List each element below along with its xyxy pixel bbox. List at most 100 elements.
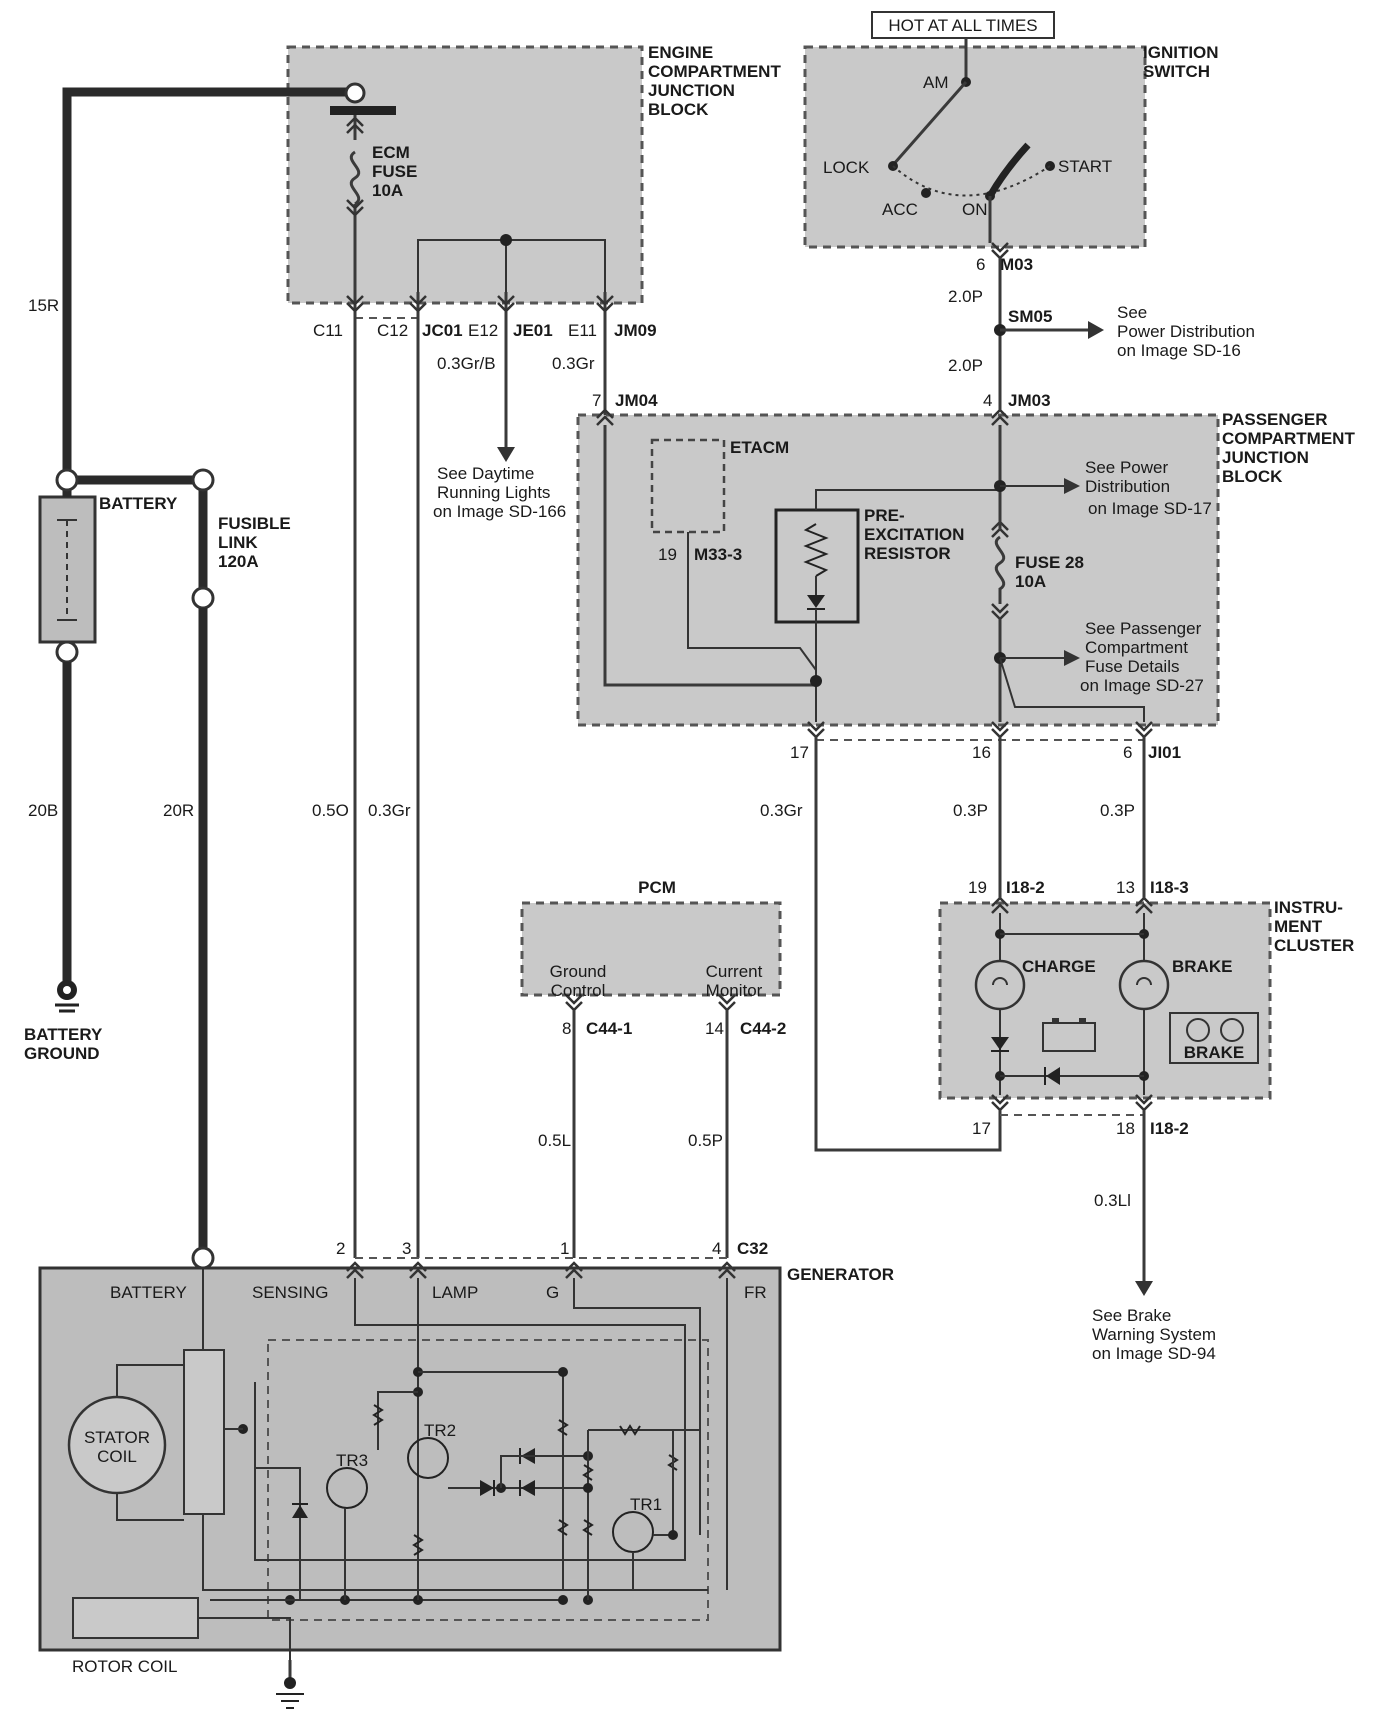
conn-p4: 4 bbox=[983, 391, 992, 410]
conn-c32: C32 bbox=[737, 1239, 768, 1258]
instrument-cluster-title: INSTRU- MENT CLUSTER bbox=[1274, 898, 1354, 955]
conn-c44-2: C44-2 bbox=[740, 1019, 786, 1038]
svg-text:See Passenger: See Passenger bbox=[1085, 619, 1202, 638]
pcm-ground-control: Ground Control bbox=[550, 962, 607, 1000]
zener-diode-a-icon bbox=[480, 1480, 494, 1496]
pcm-title: PCM bbox=[638, 878, 676, 897]
tr3-label: TR3 bbox=[336, 1451, 368, 1470]
wire-label-20b: 20B bbox=[28, 801, 58, 820]
wire-label-20r: 20R bbox=[163, 801, 194, 820]
svg-text:See Power: See Power bbox=[1085, 458, 1168, 477]
resistor-diode-icon bbox=[807, 595, 825, 608]
charge-label: CHARGE bbox=[1022, 957, 1096, 976]
brake-warning-reference: See Brake Warning System on Image SD-94 bbox=[1092, 1306, 1216, 1363]
hot-at-all-times: HOT AT ALL TIMES bbox=[888, 16, 1037, 35]
fusible-link-top bbox=[191, 468, 215, 492]
conn-p19b: 19 bbox=[968, 878, 987, 897]
wire-label-15r: 15R bbox=[28, 296, 59, 315]
conn-p17b: 17 bbox=[972, 1119, 991, 1138]
tr2-base-resistor-icon bbox=[372, 1404, 384, 1426]
drl-arrow-icon bbox=[497, 447, 515, 462]
ignition-start: START bbox=[1058, 157, 1112, 176]
resistor-zigzag-icon bbox=[803, 523, 829, 577]
svg-text:JUNCTION: JUNCTION bbox=[1222, 448, 1309, 467]
pcm-current-monitor: Current Monitor bbox=[706, 962, 763, 1000]
start-contact-arc bbox=[986, 142, 1031, 198]
svg-text:10A: 10A bbox=[1015, 572, 1046, 591]
svg-text:Warning System: Warning System bbox=[1092, 1325, 1216, 1344]
wire-label-03p-b: 0.3P bbox=[1100, 801, 1135, 820]
svg-text:FUSIBLE: FUSIBLE bbox=[218, 514, 291, 533]
pre-excitation-label: PRE- EXCITATION RESISTOR bbox=[864, 506, 964, 563]
conn-sm05: SM05 bbox=[1008, 307, 1052, 326]
ignition-lock: LOCK bbox=[823, 158, 870, 177]
engine-jb-title: ENGINE COMPARTMENT JUNCTION BLOCK bbox=[648, 43, 781, 119]
conn-c11: C11 bbox=[313, 321, 343, 340]
svg-text:on Image SD-94: on Image SD-94 bbox=[1092, 1344, 1216, 1363]
wire-label-03gr-b: 0.3Gr bbox=[552, 354, 595, 373]
etacm-label: ETACM bbox=[730, 438, 789, 457]
ignition-am: AM bbox=[923, 73, 949, 92]
brake-warning-icon bbox=[1169, 1012, 1259, 1064]
tr2-transistor bbox=[407, 1437, 449, 1479]
passenger-jb-title: PASSENGER COMPARTMENT JUNCTION BLOCK bbox=[1222, 410, 1355, 486]
etacm-box bbox=[650, 438, 726, 534]
charge-diode-icon bbox=[991, 1037, 1009, 1050]
svg-text:GROUND: GROUND bbox=[24, 1044, 100, 1063]
svg-text:Running Lights: Running Lights bbox=[437, 483, 550, 502]
svg-text:BATTERY: BATTERY bbox=[24, 1025, 103, 1044]
rotor-coil-label: ROTOR COIL bbox=[72, 1657, 177, 1676]
svg-text:BLOCK: BLOCK bbox=[648, 100, 709, 119]
wire-03gr-c bbox=[814, 737, 1002, 1152]
tr1-base-resistor-icon bbox=[619, 1424, 641, 1436]
hot-at-all-times-box bbox=[871, 11, 1055, 39]
brake-lamp-icon bbox=[1118, 959, 1170, 1011]
conn-e11: E11 bbox=[568, 321, 597, 340]
fusible-link-label: FUSIBLE LINK 120A bbox=[218, 514, 291, 571]
conn-i18-2: I18-2 bbox=[1006, 878, 1045, 897]
conn-e12: E12 bbox=[468, 321, 498, 340]
rectifier-block bbox=[183, 1349, 225, 1515]
svg-text:STATOR: STATOR bbox=[84, 1428, 150, 1447]
conn-i18-3: I18-3 bbox=[1150, 878, 1189, 897]
gen-battery-label: BATTERY bbox=[110, 1283, 187, 1302]
conn-m03: M03 bbox=[1000, 255, 1033, 274]
conn-jm04: JM04 bbox=[615, 391, 658, 410]
conn-p7: 7 bbox=[592, 391, 601, 410]
battery-positive-terminal bbox=[55, 468, 79, 492]
conn-i18-2b: I18-2 bbox=[1150, 1119, 1189, 1138]
conn-p14: 14 bbox=[705, 1019, 724, 1038]
divider-resistor-d-icon bbox=[557, 1519, 569, 1536]
acc-contact bbox=[921, 188, 931, 198]
conn-m33: M33-3 bbox=[694, 545, 742, 564]
conn-c12: C12 bbox=[377, 321, 408, 340]
conn-p6: 6 bbox=[976, 255, 985, 274]
rotor-coil bbox=[72, 1597, 199, 1639]
wire-label-20p-a: 2.0P bbox=[948, 287, 983, 306]
conn-jc01: JC01 bbox=[422, 321, 463, 340]
etacm-splice bbox=[810, 675, 822, 687]
ecm-fuse-label: ECM FUSE 10A bbox=[372, 143, 417, 200]
svg-text:JUNCTION: JUNCTION bbox=[648, 81, 735, 100]
fuse28-label: FUSE 28 10A bbox=[1015, 553, 1084, 591]
svg-text:Control: Control bbox=[551, 981, 606, 1000]
svg-text:FUSE 28: FUSE 28 bbox=[1015, 553, 1084, 572]
conn-g4: 4 bbox=[712, 1239, 721, 1258]
svg-text:ENGINE: ENGINE bbox=[648, 43, 713, 62]
svg-text:COMPARTMENT: COMPARTMENT bbox=[648, 62, 781, 81]
conn-p16: 16 bbox=[972, 743, 991, 762]
svg-text:on Image SD-166: on Image SD-166 bbox=[433, 502, 566, 521]
fusible-link-bottom bbox=[191, 586, 215, 610]
zener-diode-b-icon bbox=[521, 1480, 535, 1496]
battery-ground-label: BATTERY GROUND bbox=[24, 1025, 103, 1063]
ignition-switch-lever bbox=[891, 81, 968, 166]
svg-text:See Brake: See Brake bbox=[1092, 1306, 1171, 1325]
wire-label-05o: 0.5O bbox=[312, 801, 349, 820]
svg-text:RESISTOR: RESISTOR bbox=[864, 544, 951, 563]
regulator-outline bbox=[267, 1339, 709, 1621]
pass-fuse-arrow-icon bbox=[1064, 650, 1080, 666]
tr3-transistor bbox=[326, 1467, 368, 1509]
tr2-label: TR2 bbox=[424, 1421, 456, 1440]
gen-lamp-label: LAMP bbox=[432, 1283, 478, 1302]
svg-text:Fuse Details: Fuse Details bbox=[1085, 657, 1179, 676]
